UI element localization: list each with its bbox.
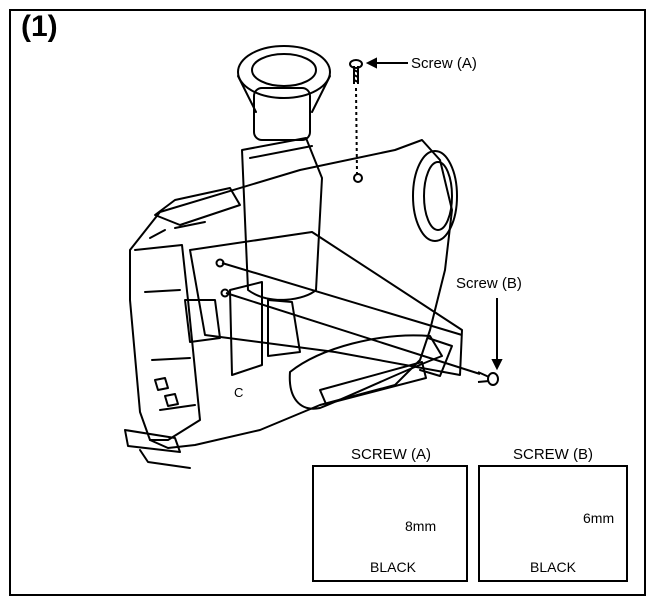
step-number: (1) bbox=[21, 10, 58, 43]
hand-strap bbox=[288, 334, 443, 410]
screw-a-part bbox=[349, 57, 408, 175]
body-marking: C bbox=[234, 385, 244, 400]
screw-a-color: BLACK bbox=[370, 559, 416, 575]
mounting-plate bbox=[189, 231, 463, 376]
lens-barrel bbox=[412, 150, 458, 242]
screw-b-length: 6mm bbox=[583, 510, 615, 526]
screw-a-length: 8mm bbox=[405, 518, 437, 534]
screw-b-spec-box bbox=[478, 465, 628, 582]
screw-b-part bbox=[221, 262, 503, 386]
screw-a-callout: Screw (A) bbox=[411, 55, 477, 72]
screw-b-spec-title: SCREW (B) bbox=[513, 446, 593, 463]
side-panel bbox=[134, 244, 201, 441]
screw-a-spec-title: SCREW (A) bbox=[351, 446, 431, 463]
viewfinder bbox=[241, 137, 323, 301]
screw-b-callout: Screw (B) bbox=[456, 275, 522, 292]
screw-b-color: BLACK bbox=[530, 559, 576, 575]
eyecup bbox=[237, 45, 331, 99]
figure-frame bbox=[9, 9, 646, 596]
screw-a-spec-box bbox=[312, 465, 468, 582]
